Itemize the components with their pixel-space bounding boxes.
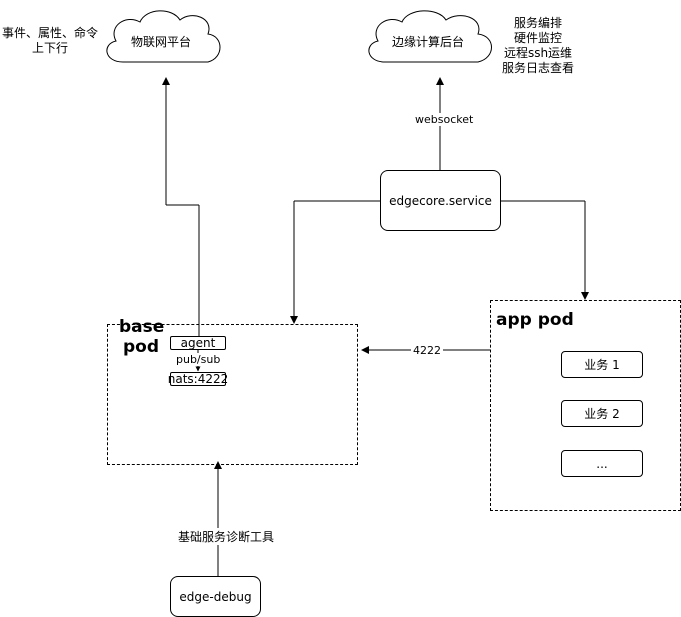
iot-note-line-1: 事件、属性、命令 <box>1 26 98 40</box>
edge-backend-label: 边缘计算后台 <box>391 35 464 49</box>
service-2-label: 业务 2 <box>584 407 620 421</box>
service-1-label: 业务 1 <box>584 358 620 372</box>
backend-note-line-1: 服务编排 <box>513 16 562 30</box>
diag-tool-label: 基础服务诊断工具 <box>176 528 277 545</box>
base-pod-title: base pod <box>119 317 164 357</box>
edgecore-service-label: edgecore.service <box>389 193 492 208</box>
service-more-label: ... <box>596 456 608 471</box>
backend-note-line-3: 远程ssh运维 <box>503 46 573 60</box>
websocket-label: websocket <box>413 113 476 126</box>
backend-note-line-4: 服务日志查看 <box>501 61 574 75</box>
edgecore-service-node[interactable]: edgecore.service <box>380 170 501 231</box>
agent-label: agent <box>180 336 216 350</box>
iot-note-line-2: 上下行 <box>31 41 68 55</box>
service-1-node[interactable]: 业务 1 <box>561 351 643 378</box>
app-pod-title: app pod <box>496 310 574 330</box>
iot-note: 事件、属性、命令 上下行 <box>0 26 100 56</box>
edge-debug-node[interactable]: edge-debug <box>170 576 261 617</box>
nats-label: nats:4222 <box>167 372 229 386</box>
service-more-node[interactable]: ... <box>561 450 643 477</box>
base-pod-container[interactable] <box>107 324 358 465</box>
port-4222-label: 4222 <box>411 344 443 357</box>
edge-debug-label: edge-debug <box>179 589 252 604</box>
nats-node[interactable]: nats:4222 <box>167 372 229 386</box>
backend-note: 服务编排 硬件监控 远程ssh运维 服务日志查看 <box>490 16 586 76</box>
base-pod-title-line-1: base <box>119 317 165 337</box>
service-2-node[interactable]: 业务 2 <box>561 400 643 427</box>
agent-node[interactable]: agent <box>170 336 226 350</box>
base-pod-title-line-2: pod <box>123 337 160 357</box>
cloud-shape-backend <box>368 10 492 63</box>
pubsub-label: pub/sub <box>175 353 222 366</box>
backend-note-line-2: 硬件监控 <box>513 31 562 45</box>
cloud-shape-iot <box>106 10 221 63</box>
iot-platform-label: 物联网平台 <box>130 35 191 49</box>
